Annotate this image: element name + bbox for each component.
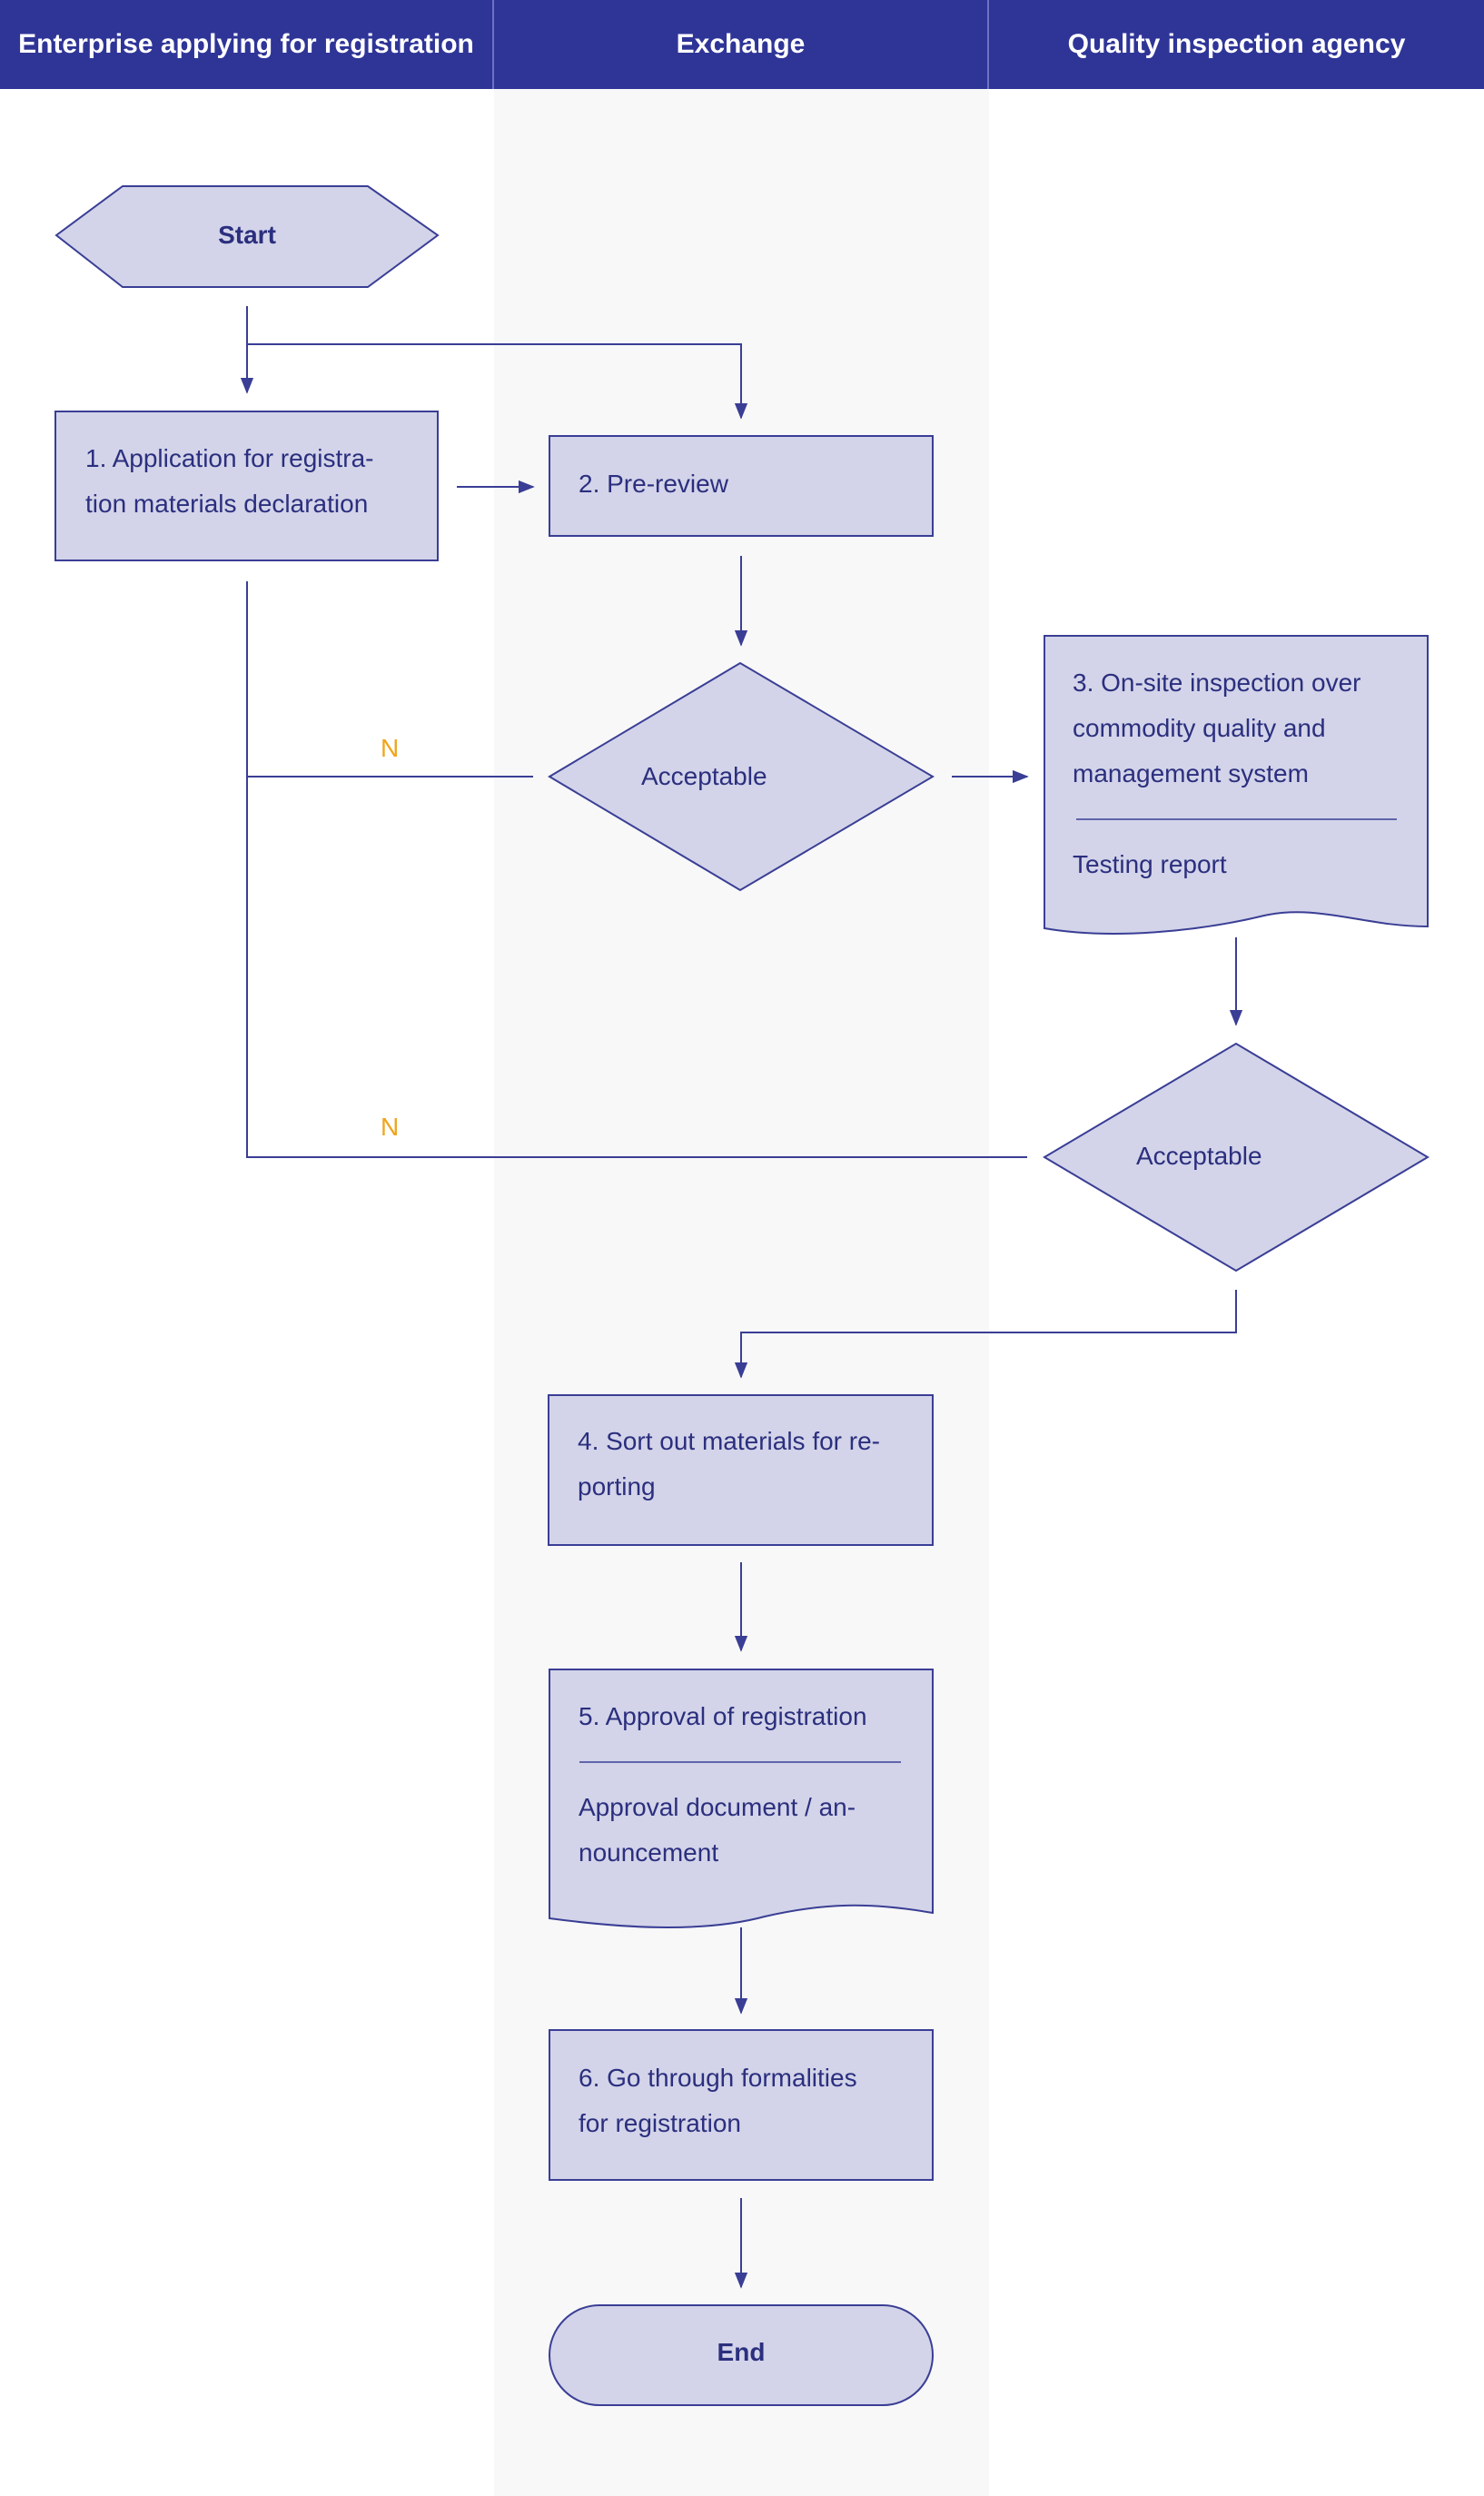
step6-box [549,2029,934,2181]
step6-label-line1: 6. Go through formalities [579,2064,857,2092]
step3-document [1044,635,1429,935]
step3-document-label: Testing report [1073,850,1227,878]
step4-box [548,1394,934,1546]
step2-box [549,435,934,537]
step1-box [54,411,439,561]
step3-label-line3: management system [1073,759,1309,787]
decision2-label: Acceptable [1136,1142,1262,1170]
step1-label-line1: 1. Application for registra- [85,444,374,472]
start-label: Start [218,221,276,249]
decision2-diamond [1043,1042,1430,1273]
step1-label-line2: tion materials declaration [85,490,369,518]
step5-document-label-line2: nouncement [579,1838,719,1867]
step3-label-line1: 3. On-site inspection over [1073,669,1361,697]
connector-start-to-step2 [247,343,748,420]
connector-decision2-to-step4 [734,1290,1237,1379]
lane-header-exchange: Exchange [494,0,989,89]
lane-header-enterprise: Enterprise applying for registration [0,0,494,89]
step4-label-line1: 4. Sort out materials for re- [578,1427,881,1455]
step5-document [549,1669,934,1928]
connector-decision2-no-loop [246,777,1027,1158]
step5-label: 5. Approval of registration [579,1702,867,1730]
step3-label-line2: commodity quality and [1073,714,1326,742]
end-label: End [717,2338,766,2366]
step6-label-line2: for registration [579,2109,741,2137]
step4-label-line2: porting [578,1472,656,1501]
decision1-label: Acceptable [641,762,767,790]
lane-header-quality-agency: Quality inspection agency [1067,29,1406,59]
start-node [54,185,440,288]
step5-document-label-line1: Approval document / an- [579,1793,856,1821]
step2-label: 2. Pre-review [579,470,728,498]
no-branch-label-2: N [381,1113,400,1141]
end-node [549,2304,934,2406]
no-branch-label-1: N [381,734,400,762]
swimlane-header: Enterprise applying for registration Exc… [0,0,1484,89]
decision1-diamond [548,661,935,892]
